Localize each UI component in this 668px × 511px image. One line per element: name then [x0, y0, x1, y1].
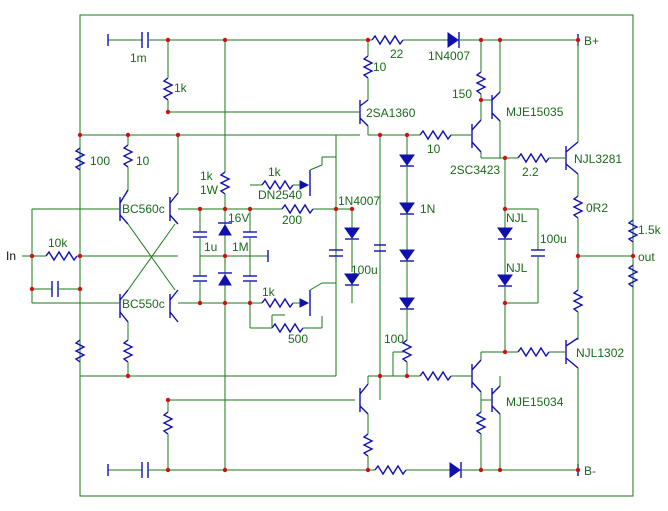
- label-r-2-2: 2.2: [522, 165, 539, 179]
- label-r-22: 22: [390, 47, 404, 61]
- label-r-1k1w-rating: 1W: [200, 183, 219, 197]
- label-q-2sc3423: 2SC3423: [450, 163, 500, 177]
- negative-rail: [107, 462, 579, 478]
- label-r-150: 150: [452, 87, 472, 101]
- label-c-100u-right: 100u: [540, 232, 567, 246]
- label-r-in: 10k: [48, 236, 68, 250]
- label-q-mje15035: MJE15035: [506, 105, 564, 119]
- label-c-1u: 1u: [204, 240, 217, 254]
- label-input: In: [6, 249, 16, 263]
- label-d-njl-top: NJL: [506, 211, 528, 225]
- label-q-diff-top: BC560c: [122, 202, 165, 216]
- input-stage: [22, 40, 360, 377]
- junction-dots: [29, 37, 636, 473]
- label-r-10-top: 10: [373, 60, 387, 74]
- label-r-1k1w: 1k: [200, 169, 214, 183]
- label-c-in: 1m: [130, 51, 147, 65]
- label-output: out: [638, 250, 655, 264]
- driver-section: [162, 40, 470, 470]
- label-zener: 16V: [228, 211, 249, 225]
- label-q-njl3281: NJL3281: [574, 152, 622, 166]
- label-d-1n4007-mid: 1N4007: [338, 194, 380, 208]
- label-d-njl-bot: NJL: [506, 261, 528, 275]
- label-q-njl1302: NJL1302: [576, 346, 624, 360]
- label-rail-positive: B+: [584, 34, 599, 48]
- label-r-200: 200: [282, 213, 302, 227]
- label-r-gate-top: 1k: [268, 165, 282, 179]
- label-d-1n-string: 1N: [420, 202, 435, 216]
- label-mosfet: DN2540: [258, 188, 302, 202]
- label-r-diff-emitter-top: 10: [136, 154, 150, 168]
- label-d-1n4007-top: 1N4007: [428, 49, 470, 63]
- label-q-mje15034: MJE15034: [506, 395, 564, 409]
- label-pot-500: 500: [288, 332, 308, 346]
- output-stage: [470, 40, 639, 470]
- bias-section: [193, 40, 360, 470]
- label-c-1m: 1M: [232, 240, 249, 254]
- label-q-diff-bot: BC550c: [122, 297, 165, 311]
- positive-rail: [107, 32, 579, 48]
- label-rail-negative: B-: [584, 464, 596, 478]
- label-r-in-bias: 100: [90, 154, 110, 168]
- label-r-top-left: 1k: [174, 81, 188, 95]
- label-r-gate-bot: 1k: [262, 285, 276, 299]
- label-pot-100: 100: [384, 332, 404, 346]
- label-c-100u-left: 100u: [351, 263, 378, 277]
- label-q-2sa1360: 2SA1360: [366, 106, 416, 120]
- label-r-1-5k: 1.5k: [638, 223, 662, 237]
- label-r-10-mid: 10: [427, 142, 441, 156]
- label-r-0r2: 0R2: [586, 201, 608, 215]
